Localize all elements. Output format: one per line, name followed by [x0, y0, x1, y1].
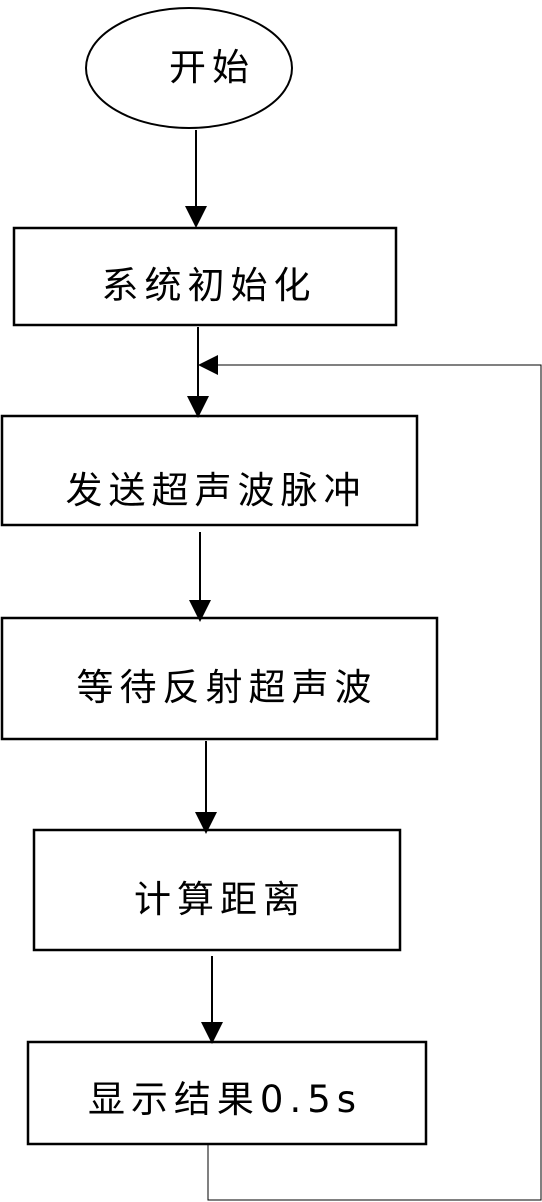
send-node	[0, 414, 419, 527]
wait-node	[0, 616, 439, 741]
wait-label: 等待反射超声波	[77, 666, 378, 709]
calc-node	[32, 828, 402, 952]
send-label: 发送超声波脉冲	[66, 469, 367, 512]
loop-back-arrowhead	[198, 355, 218, 375]
init-label: 系统初始化	[102, 264, 317, 307]
start-node	[85, 7, 293, 129]
init-node	[12, 226, 398, 327]
display-label: 显示结果0.5s	[88, 1078, 362, 1121]
loop-back-line	[198, 364, 542, 1201]
display-node	[26, 1040, 428, 1146]
calc-label: 计算距离	[134, 878, 306, 921]
start-label: 开始	[169, 46, 255, 89]
